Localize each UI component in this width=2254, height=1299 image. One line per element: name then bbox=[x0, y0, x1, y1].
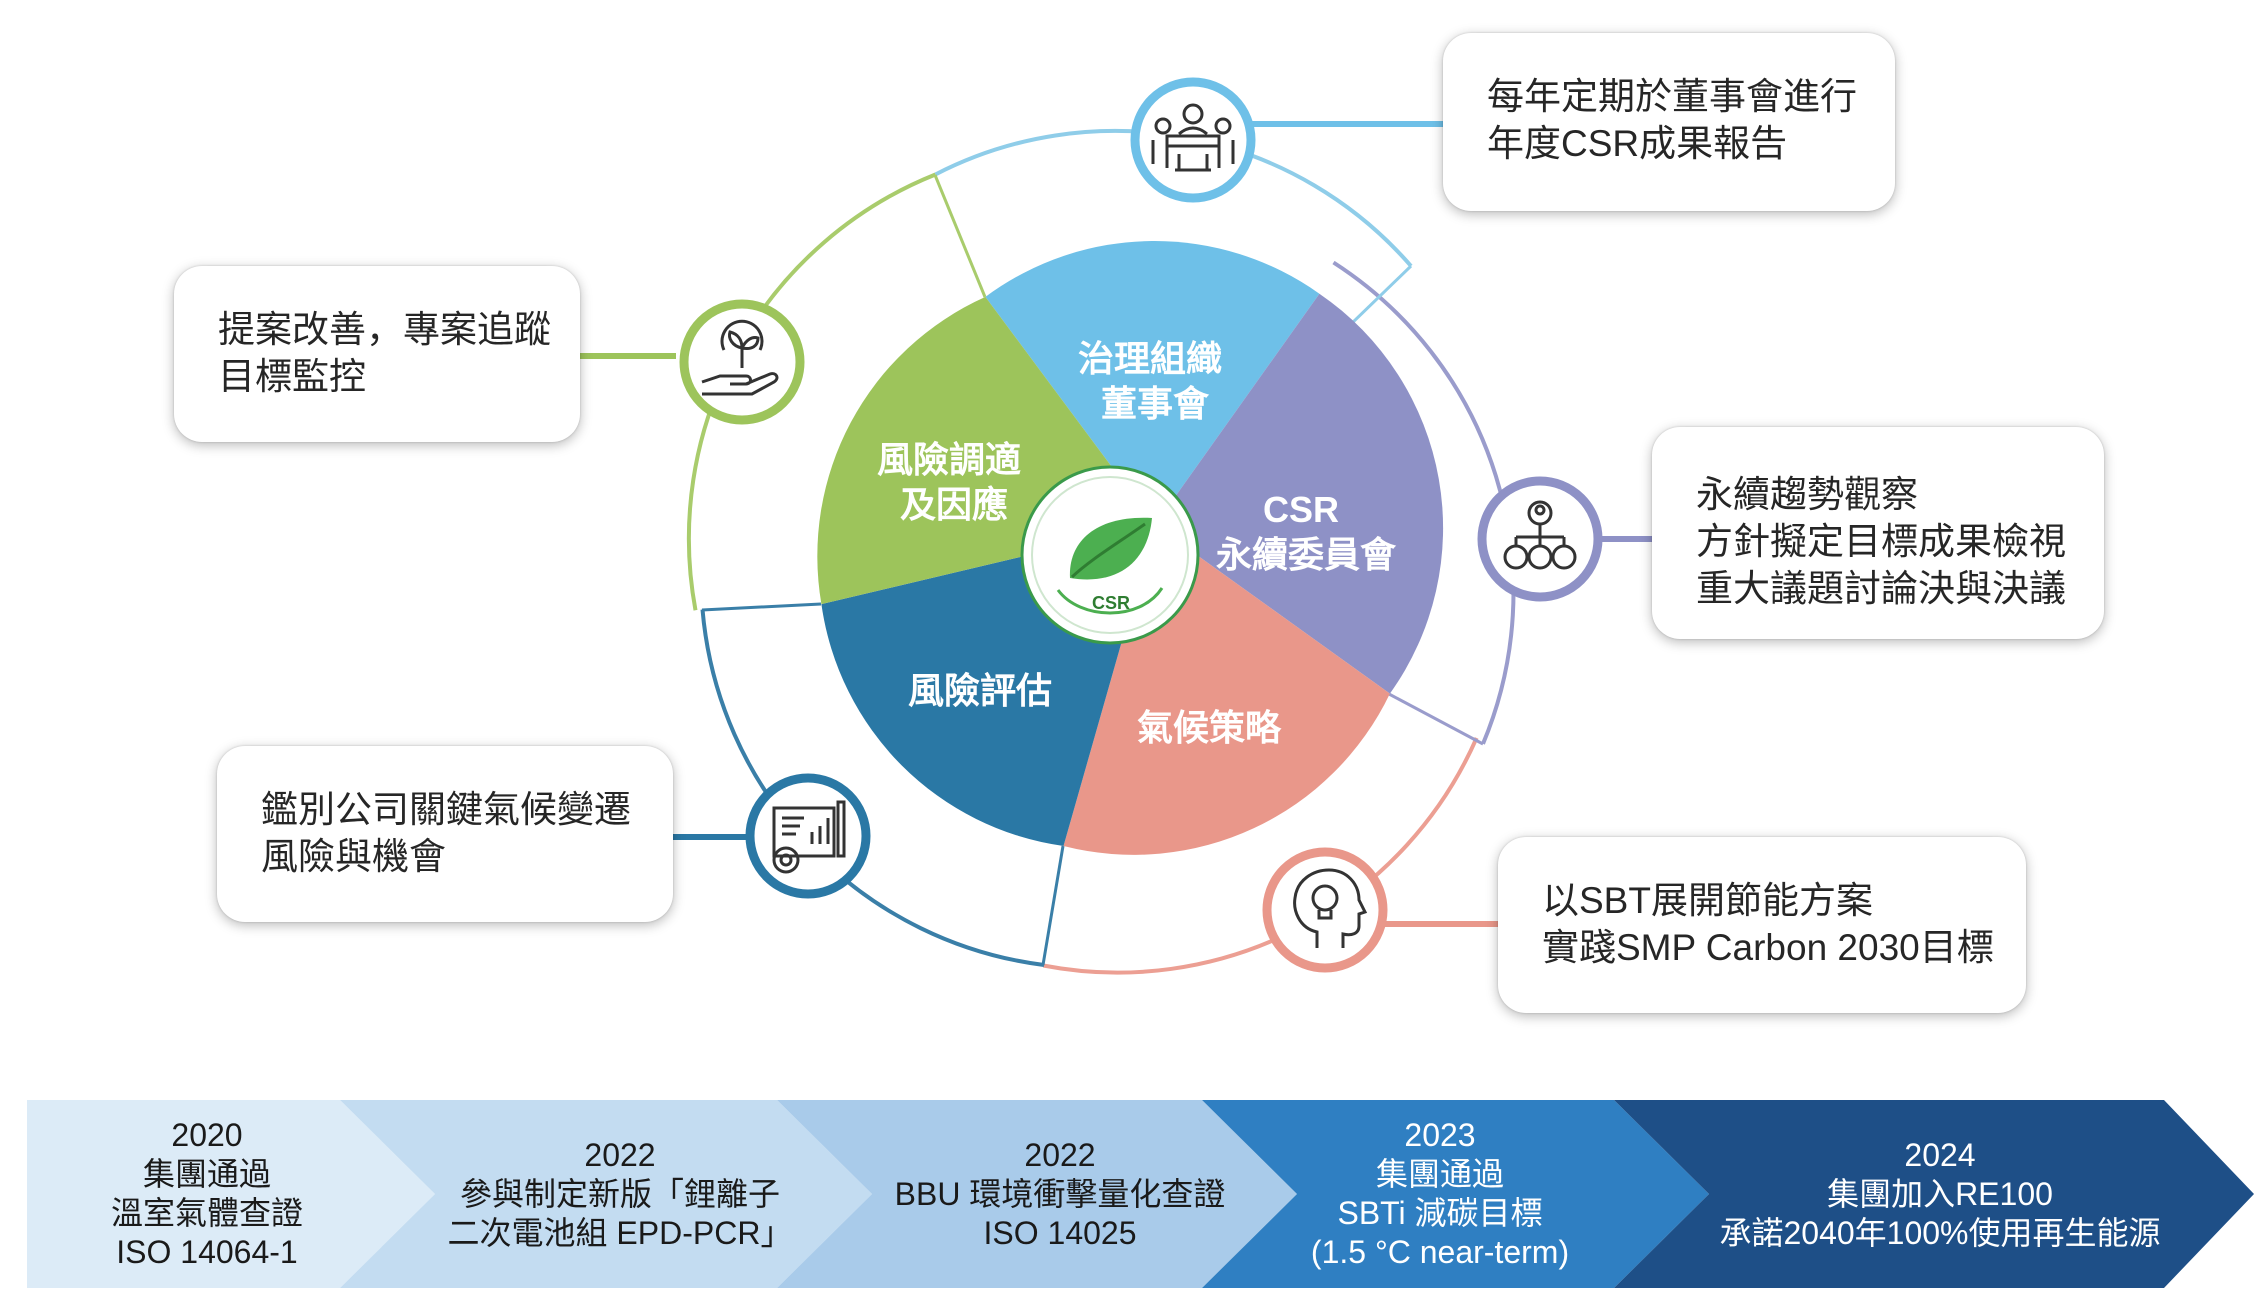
timeline-step-2023 bbox=[1202, 1100, 1709, 1288]
callout-sbt-line-1: 以SBT展開節能方案 bbox=[1542, 880, 1873, 921]
divider-committee-climate bbox=[1388, 692, 1484, 746]
timeline-2022a-line-3: 二次電池組 EPD-PCR」 bbox=[447, 1214, 793, 1251]
segment-label-climate: 氣候策略 bbox=[1137, 707, 1282, 748]
divider-adaptation-governance bbox=[933, 174, 987, 298]
callout-risk-line-1: 鑑別公司關鍵氣候變遷 bbox=[261, 789, 631, 830]
segment-label-assessment: 風險評估 bbox=[908, 670, 1052, 711]
timeline-2023-line-3: SBTi 減碳目標 bbox=[1337, 1195, 1543, 1231]
timeline-2024-line-3: 承諾2040年100%使用再生能源 bbox=[1719, 1214, 2161, 1251]
callout-proposal: 提案改善，專案追蹤 目標監控 bbox=[174, 266, 580, 442]
callout-sbt: 以SBT展開節能方案 實踐SMP Carbon 2030目標 bbox=[1498, 837, 2026, 1013]
csr-logo-label: CSR bbox=[1092, 593, 1130, 613]
connectors bbox=[580, 121, 1653, 927]
timeline-step-2022b bbox=[777, 1100, 1297, 1288]
callout-board-line-1: 每年定期於董事會進行 bbox=[1487, 76, 1857, 117]
timeline-text-2022a: 2022 參與制定新版「鋰離子 二次電池組 EPD-PCR」 bbox=[420, 1100, 820, 1288]
divider-assessment-adaptation bbox=[701, 602, 822, 612]
divider-climate-assessment bbox=[1041, 845, 1065, 966]
timeline-text-2020: 2020 集團通過 溫室氣體查證 ISO 14064-1 bbox=[27, 1100, 387, 1288]
timeline-2022a-line-2: 參與制定新版「鋰離子 bbox=[459, 1175, 780, 1212]
callout-risk-line-2: 風險與機會 bbox=[261, 836, 446, 877]
icon-plant-hand bbox=[679, 299, 805, 425]
timeline-2022b-line-2: BBU 環境衝擊量化查證 bbox=[894, 1175, 1226, 1212]
timeline-text-2024: 2024 集團加入RE100 承諾2040年100%使用再生能源 bbox=[1690, 1100, 2190, 1288]
callout-committee: 永續趨勢觀察 方針擬定目標成果檢視 重大議題討論決與決議 bbox=[1652, 427, 2104, 639]
timeline-2022b-line-3: ISO 14025 bbox=[983, 1214, 1137, 1251]
organization-chart-icon bbox=[1503, 500, 1577, 570]
board-meeting-icon bbox=[1151, 103, 1235, 172]
timeline-2020-line-4: ISO 14064-1 bbox=[116, 1234, 298, 1270]
callout-committee-line-3: 重大議題討論決與決議 bbox=[1696, 568, 2066, 609]
timeline-text-2022b: 2022 BBU 環境衝擊量化查證 ISO 14025 bbox=[860, 1100, 1260, 1288]
callout-board-report: 每年定期於董事會進行 年度CSR成果報告 bbox=[1443, 33, 1895, 211]
timeline-text-2023: 2023 集團通過 SBTi 減碳目標 (1.5 °C near-term) bbox=[1270, 1100, 1610, 1288]
timeline-year-2023: 2023 bbox=[1404, 1117, 1476, 1153]
segment-governance bbox=[985, 240, 1320, 525]
csr-logo: CSR bbox=[1020, 465, 1200, 645]
callout-committee-line-2: 方針擬定目標成果檢視 bbox=[1696, 521, 2066, 562]
timeline-2023-line-2: 集團通過 bbox=[1375, 1156, 1504, 1192]
timeline-year-2022a: 2022 bbox=[584, 1136, 656, 1173]
segment-label-adaptation: 風險調適 及因應 bbox=[877, 439, 1031, 525]
icon-report-gear bbox=[745, 773, 871, 899]
idea-head-icon bbox=[1293, 868, 1368, 948]
callout-committee-line-1: 永續趨勢觀察 bbox=[1696, 474, 1918, 515]
icon-idea-head bbox=[1262, 847, 1388, 973]
timeline-step-2022a bbox=[340, 1100, 872, 1288]
report-gear-icon bbox=[772, 800, 846, 874]
timeline bbox=[27, 1100, 2254, 1288]
callout-risk: 鑑別公司關鍵氣候變遷 風險與機會 bbox=[217, 746, 673, 922]
icon-organization bbox=[1477, 476, 1603, 602]
timeline-step-2024 bbox=[1614, 1100, 2254, 1288]
segment-label-committee: CSR 永續委員會 bbox=[1216, 489, 1397, 575]
segment-committee bbox=[1155, 293, 1444, 694]
timeline-2020-line-2: 集團通過 bbox=[142, 1156, 271, 1192]
timeline-2020-line-3: 溫室氣體查證 bbox=[110, 1195, 303, 1231]
callout-proposal-line-2: 目標監控 bbox=[218, 356, 366, 397]
timeline-year-2024: 2024 bbox=[1904, 1136, 1976, 1173]
icon-board-meeting bbox=[1130, 77, 1256, 203]
callout-sbt-line-2: 實踐SMP Carbon 2030目標 bbox=[1542, 927, 1994, 968]
plant-hand-icon bbox=[701, 319, 779, 396]
timeline-2023-line-4: (1.5 °C near-term) bbox=[1310, 1234, 1570, 1270]
callout-proposal-line-1: 提案改善，專案追蹤 bbox=[218, 309, 551, 350]
timeline-year-2020: 2020 bbox=[171, 1117, 243, 1153]
timeline-year-2022b: 2022 bbox=[1024, 1136, 1096, 1173]
timeline-step-2020 bbox=[27, 1100, 435, 1288]
timeline-2024-line-2: 集團加入RE100 bbox=[1827, 1175, 2053, 1212]
segment-label-governance: 治理組織 董事會 bbox=[1078, 338, 1232, 424]
outer-arc-committee bbox=[1332, 260, 1516, 745]
callout-board-line-2: 年度CSR成果報告 bbox=[1487, 123, 1788, 164]
